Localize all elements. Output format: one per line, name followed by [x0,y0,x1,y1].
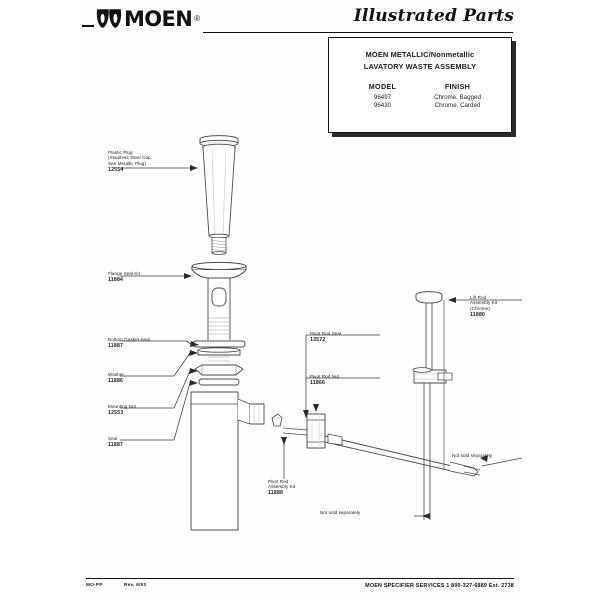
callout-flange-seal-kit-text: Flange Seal Kit [108,270,140,276]
callout-lift-rod-assembly-kit-part: 11880 [470,311,486,318]
note-not-sold-separately-clip: Not sold separately [452,453,493,458]
model-column-header: MODEL [368,82,397,91]
document-header: MOEN ® Illustrated Parts [78,4,522,38]
callout-pivot-rod-assembly-kit-part: 11888 [268,490,284,497]
moen-logo: MOEN ® [96,8,200,30]
model-value-0: 96497 [373,94,392,101]
exploded-parts-drawing [120,135,522,531]
footer-divider [86,578,514,579]
lift-rod-assembly-drawing [412,291,453,520]
header-divider [203,32,513,33]
callout-washer: Washer 11886 [108,366,174,390]
title-block-line-1: MOEN METALLIC/Nonmetallic [365,50,475,59]
model-value-1: 96430 [373,102,392,109]
leader-arrowheads [184,165,488,519]
finish-column: FINISH Chrome, Bagged Chrome, Carded [420,82,495,110]
callout-lift-rod-assembly-kit-text: Lift Rod Assembly Kit (Chrome) [470,294,498,311]
finish-column-header: FINISH [444,82,471,91]
callout-seal-part: 11887 [108,441,124,448]
callout-pivot-rod-seat-part: 13572 [310,336,326,343]
pivot-rod-nut-drawing [271,413,326,449]
finish-value-0: Chrome, Bagged [434,94,481,101]
callout-plastic-plug: Plastic Plug (Stainless Steel Cap, See M… [108,144,174,179]
plug-stopper-drawing [199,135,239,255]
title-block-table: MODEL 96497 96430 FINISH Chrome, Bagged … [329,82,511,110]
callout-flange-seal-kit: Flange Seal Kit 11884 [108,265,174,289]
pivot-rod-drawing [324,433,481,477]
callout-pivot-rod-nut-text: Pivot Rod Nut [310,373,339,379]
callout-bottom-gasket-seal: Bottom Gasket Seal 11887 [108,331,178,355]
title-block: MOEN METALLIC/Nonmetallic LAVATORY WASTE… [328,37,512,133]
callout-plastic-plug-part: 12554 [108,166,124,173]
callout-mounting-nut-text: Mounting Nut [108,403,136,409]
footer-revision: Rev. 6/93 [124,583,147,588]
page-title: Illustrated Parts [353,6,514,26]
note-not-sold-separately-clevis: Not sold separately [320,510,361,515]
callout-pivot-rod-seat-text: Pivot Rod Seat [310,330,342,336]
finish-value-1: Chrome, Carded [434,102,481,109]
model-column: MODEL 96497 96430 [345,82,420,110]
moen-double-drop-logo-icon [96,9,122,28]
callout-pivot-rod-assembly-kit-text: Pivot Rod Assembly Kit [268,478,296,490]
callout-pivot-rod-nut-part: 11866 [310,379,326,386]
callout-seal: Seal 11887 [108,430,174,454]
callout-pivot-rod-nut: Pivot Rod Nut 11866 [310,368,372,392]
logo-dash [82,25,94,27]
drain-flange-body-drawing [191,261,247,386]
footer-document-code: MO-PP [86,583,103,588]
brand-wordmark: MOEN [124,7,193,31]
callout-mounting-nut: Mounting Nut 12553 [108,398,174,422]
registered-mark: ® [194,14,201,23]
callout-flange-seal-kit-part: 11884 [108,276,124,283]
drain-tailpiece-drawing [190,391,265,531]
callout-washer-part: 11886 [108,377,124,384]
callout-pivot-rod-assembly-kit: Pivot Rod Assembly Kit 11888 [268,473,330,502]
callout-bottom-gasket-seal-text: Bottom Gasket Seal [108,336,150,342]
callout-lift-rod-assembly-kit: Lift Rod Assembly Kit (Chrome) 11880 [470,289,526,324]
callout-bottom-gasket-seal-part: 11887 [108,342,124,349]
leader-lines [120,167,522,517]
callout-seal-text: Seal [108,435,118,441]
footer-service-info: MOEN SPECIFIER SERVICES 1 800-327-6889 E… [365,583,514,589]
callout-mounting-nut-part: 12553 [108,409,124,416]
callout-plastic-plug-text: Plastic Plug (Stainless Steel Cap, See M… [108,149,152,166]
callout-pivot-rod-seat: Pivot Rod Seat 13572 [310,325,372,349]
title-block-line-2: LAVATORY WASTE ASSEMBLY [363,62,477,71]
callout-washer-text: Washer [108,371,124,377]
